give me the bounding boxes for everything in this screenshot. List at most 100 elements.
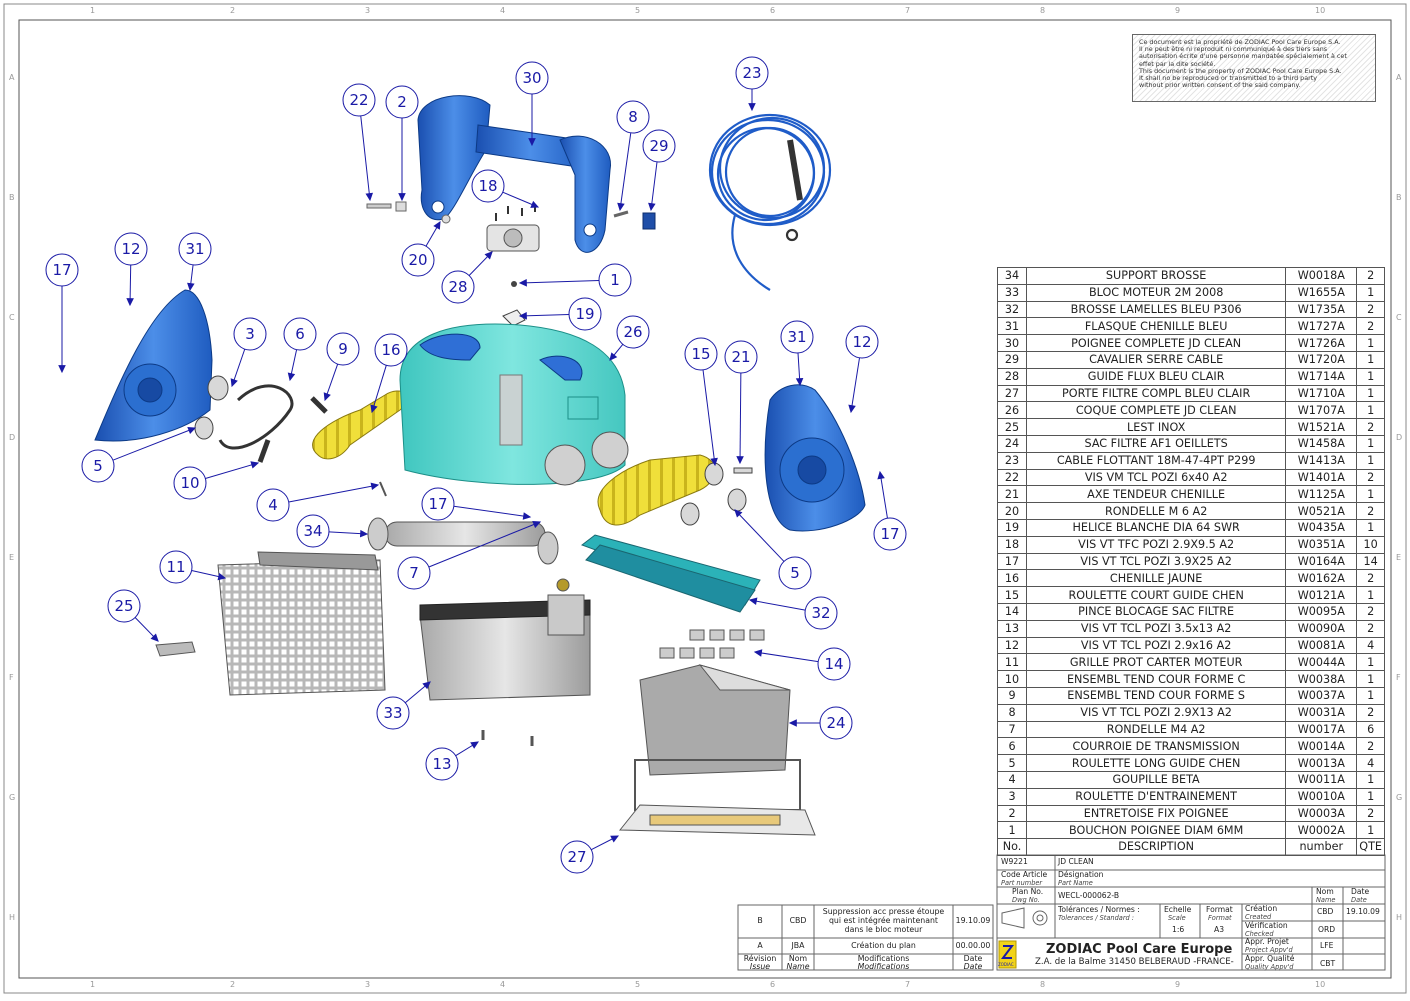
format-label: Format <box>1206 905 1233 914</box>
bom-cell-ref: W0162A <box>1285 569 1358 588</box>
leader-line <box>739 372 742 464</box>
bom-cell-ref: number <box>1285 838 1358 856</box>
balloon-number: 9 <box>338 340 348 358</box>
leader-arrowhead <box>433 220 441 230</box>
grid-row-label: A <box>9 73 15 82</box>
part-29 <box>642 212 656 230</box>
leader-arrowhead <box>734 509 743 518</box>
grid-col-label: 9 <box>1175 6 1180 15</box>
bom-cell-ref: W1735A <box>1285 300 1358 319</box>
leader-arrowhead <box>795 377 804 387</box>
bom-cell-desc: RONDELLE M4 A2 <box>1025 720 1287 739</box>
bom-cell-qty: 1 <box>1356 367 1385 386</box>
quality-approval-name: CBT <box>1320 959 1336 968</box>
bom-cell-desc: VIS VT TFC POZI 2.9X9.5 A2 <box>1025 535 1287 554</box>
bom-cell-ref: W1401A <box>1285 468 1358 487</box>
leader-arrowhead <box>528 138 536 147</box>
bom-cell-no: 23 <box>997 451 1027 470</box>
code-article-label-en: Part number <box>1001 879 1043 887</box>
rev-b-date: 19.10.09 <box>955 916 991 925</box>
bom-cell-ref: W0521A <box>1285 502 1358 520</box>
leader-arrowhead <box>484 251 493 260</box>
balloon-number: 5 <box>93 457 103 475</box>
leader-arrowhead <box>422 681 431 690</box>
bom-cell-desc: VIS VM TCL POZI 6x40 A2 <box>1025 468 1287 487</box>
balloon-circle <box>401 243 435 277</box>
leader-line <box>112 427 196 461</box>
logo-text: ZODIAC <box>998 962 1014 967</box>
rev-b-mod-line1: Suppression acc presse étoupe <box>822 907 945 916</box>
balloon-circle <box>819 706 853 740</box>
balloon-circle <box>735 56 769 90</box>
bom-cell-no: 22 <box>997 468 1027 487</box>
part-shell <box>399 323 629 486</box>
balloon-number: 22 <box>349 91 368 109</box>
grid-col-label: 1 <box>90 6 95 15</box>
bom-cell-no: 27 <box>997 384 1027 403</box>
outer-frame <box>3 3 1407 994</box>
rev-b-issue: B <box>757 916 763 925</box>
balloon-number: 7 <box>409 564 419 582</box>
balloon-number: 30 <box>522 69 541 87</box>
bom-cell-qty: QTE <box>1356 838 1385 856</box>
bom-cell-qty: 1 <box>1356 787 1385 806</box>
quality-approval-label-en: Quality Appv'd <box>1245 963 1294 971</box>
bom-cell-qty: 1 <box>1356 518 1385 537</box>
leader-arrowhead <box>710 457 718 467</box>
verification-label-en: Checked <box>1245 930 1274 938</box>
bom-cell-desc: CHENILLE JAUNE <box>1025 569 1287 588</box>
inner-frame <box>18 19 1392 979</box>
bom-cell-desc: AXE TENDEUR CHENILLE <box>1025 485 1287 504</box>
scale-label-en: Scale <box>1168 914 1186 922</box>
bom-cell-no: 8 <box>997 703 1027 722</box>
balloon-number: 16 <box>381 341 400 359</box>
grid-col-label: 2 <box>230 6 235 15</box>
rev-header-date: Date <box>963 954 983 963</box>
balloon-number: 28 <box>448 278 467 296</box>
bom-cell-ref: W0010A <box>1285 787 1358 806</box>
bom-cell-desc: VIS VT TCL POZI 3.9X25 A2 <box>1025 552 1287 571</box>
bom-cell-qty: 1 <box>1356 686 1385 705</box>
grid-col-label: 8 <box>1040 980 1045 989</box>
balloon-number: 6 <box>295 325 305 343</box>
leader-arrowhead <box>370 404 378 414</box>
balloon-circle <box>45 253 79 287</box>
balloon-circle <box>107 589 141 623</box>
bom-cell-ref: W1655A <box>1285 283 1358 302</box>
balloon-number: 21 <box>731 348 750 366</box>
bom-cell-no: 25 <box>997 418 1027 436</box>
grid-col-label: 1 <box>90 980 95 989</box>
bom-cell-no: 30 <box>997 334 1027 352</box>
project-approval-label-en: Project Appv'd <box>1245 946 1293 954</box>
balloon-circle <box>159 550 193 584</box>
verification-name: ORD <box>1318 925 1336 934</box>
title-block-frame <box>996 854 1386 971</box>
leader-arrowhead <box>150 633 159 642</box>
bom-cell-ref: W0014A <box>1285 737 1358 756</box>
grid-col-label: 7 <box>905 6 910 15</box>
rev-a-mod: Création du plan <box>851 941 916 950</box>
bom-cell-no: 12 <box>997 636 1027 655</box>
bom-cell-qty: 2 <box>1356 569 1385 588</box>
bom-cell-no: 15 <box>997 586 1027 604</box>
grid-row-label: D <box>9 433 15 442</box>
grid-col-label: 3 <box>365 6 370 15</box>
balloon-circle <box>471 169 505 203</box>
grid-row-label: A <box>1396 73 1402 82</box>
date-label-en: Date <box>1351 896 1367 904</box>
balloon-circle <box>642 129 676 163</box>
